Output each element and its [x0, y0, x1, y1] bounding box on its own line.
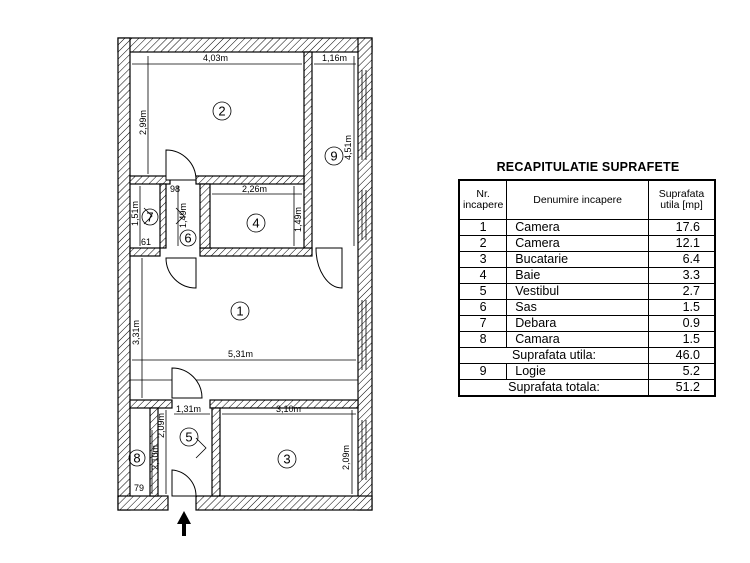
windows: [130, 70, 367, 480]
room-number: 7: [146, 210, 153, 225]
room-area: 12.1: [648, 235, 716, 252]
room-area: 3.3: [648, 267, 716, 284]
doors: [143, 149, 343, 497]
room-number: 9: [330, 149, 337, 164]
header-nr-line1: Nr.: [476, 188, 490, 200]
area-summary: RECAPITULATIE SUPRAFETE Nr. incapere Den…: [458, 160, 718, 397]
dim-label: 5,31m: [228, 349, 253, 359]
room-area: 1.5: [648, 331, 716, 348]
interior-walls: [129, 51, 359, 497]
room-area: 0.9: [648, 315, 716, 332]
dim-label: 2,09m: [341, 445, 351, 470]
total-area-value: 51.2: [648, 379, 716, 397]
table-row: 2 Camera 12.1: [458, 235, 716, 252]
header-area: Suprafata utila [mp]: [648, 179, 716, 220]
room-number: 5: [185, 430, 192, 445]
dim-label: 2,10m: [150, 445, 160, 470]
dim-label: 2,26m: [242, 184, 267, 194]
table-row: 1 Camera 17.6: [458, 219, 716, 236]
room-number: 3: [283, 452, 290, 467]
room-name: Debara: [506, 315, 649, 332]
room-number: 1: [236, 304, 243, 319]
room-markers: 2 9 4 7 6 1 5 8 3: [128, 101, 344, 469]
dim-label: 1,49m: [293, 207, 303, 232]
room-name: Camera: [506, 235, 649, 252]
table-row: 8 Camara 1.5: [458, 331, 716, 348]
room-area: 5.2: [648, 363, 716, 380]
useful-area-row: Suprafata utila: 46.0: [458, 347, 716, 364]
useful-area-value: 46.0: [648, 347, 716, 364]
room-nr: 2: [458, 235, 508, 252]
dim-label: 3,31m: [131, 320, 141, 345]
room-area: 2.7: [648, 283, 716, 300]
room-number: 6: [184, 231, 191, 246]
dim-label: 2,99m: [138, 110, 148, 135]
room-nr: 4: [458, 267, 508, 284]
room-number: 8: [133, 451, 140, 466]
table-header-row: Nr. incapere Denumire incapere Suprafata…: [458, 179, 716, 220]
header-area-line1: Suprafata: [658, 188, 705, 200]
dim-label: 1,16m: [322, 53, 347, 63]
room-nr: 9: [458, 363, 508, 380]
dim-label: 4,51m: [343, 135, 353, 160]
room-area: 17.6: [648, 219, 716, 236]
header-nr-line2: incapere: [463, 199, 504, 211]
room-number: 4: [252, 216, 259, 231]
floor-plan: 4,03m 1,16m 2,99m 4,51m 2,26m 1,49m 1,49…: [117, 37, 373, 536]
dimension-labels: 4,03m 1,16m 2,99m 4,51m 2,26m 1,49m 1,49…: [130, 53, 353, 493]
dim-label: 3,10m: [276, 404, 301, 414]
dim-label: 61: [141, 237, 151, 247]
room-nr: 7: [458, 315, 508, 332]
header-area-line2: utila [mp]: [660, 199, 703, 211]
header-name: Denumire incapere: [506, 179, 649, 220]
dim-label: 1,51m: [130, 201, 140, 226]
room-area: 1.5: [648, 299, 716, 316]
table-row: 5 Vestibul 2.7: [458, 283, 716, 300]
table-row: 9 Logie 5.2: [458, 363, 716, 380]
header-nr: Nr. incapere: [458, 179, 508, 220]
entrance-arrow-icon: [177, 511, 191, 536]
exterior-walls: [117, 37, 373, 511]
total-area-row: Suprafata totala: 51.2: [458, 379, 716, 397]
dimension-lines: [132, 56, 356, 494]
table-row: 7 Debara 0.9: [458, 315, 716, 332]
dim-label: 1,49m: [178, 203, 188, 228]
room-number: 2: [218, 104, 225, 119]
room-nr: 8: [458, 331, 508, 348]
dim-label: 4,03m: [203, 53, 228, 63]
room-name: Vestibul: [506, 283, 649, 300]
area-table: Nr. incapere Denumire incapere Suprafata…: [458, 179, 716, 397]
total-area-label: Suprafata totala:: [458, 379, 649, 397]
room-name: Logie: [506, 363, 649, 380]
dim-label: 2,09m: [156, 413, 166, 438]
room-nr: 5: [458, 283, 508, 300]
room-name: Baie: [506, 267, 649, 284]
summary-title: RECAPITULATIE SUPRAFETE: [496, 160, 680, 174]
table-row: 4 Baie 3.3: [458, 267, 716, 284]
room-name: Camara: [506, 331, 649, 348]
room-name: Sas: [506, 299, 649, 316]
dim-label: 79: [134, 483, 144, 493]
dim-label: 98: [170, 184, 180, 194]
useful-area-label: Suprafata utila:: [458, 347, 649, 364]
table-row: 3 Bucatarie 6.4: [458, 251, 716, 268]
room-area: 6.4: [648, 251, 716, 268]
room-name: Camera: [506, 219, 649, 236]
dim-label: 1,31m: [176, 404, 201, 414]
room-nr: 1: [458, 219, 508, 236]
room-name: Bucatarie: [506, 251, 649, 268]
room-nr: 3: [458, 251, 508, 268]
room-nr: 6: [458, 299, 508, 316]
table-row: 6 Sas 1.5: [458, 299, 716, 316]
